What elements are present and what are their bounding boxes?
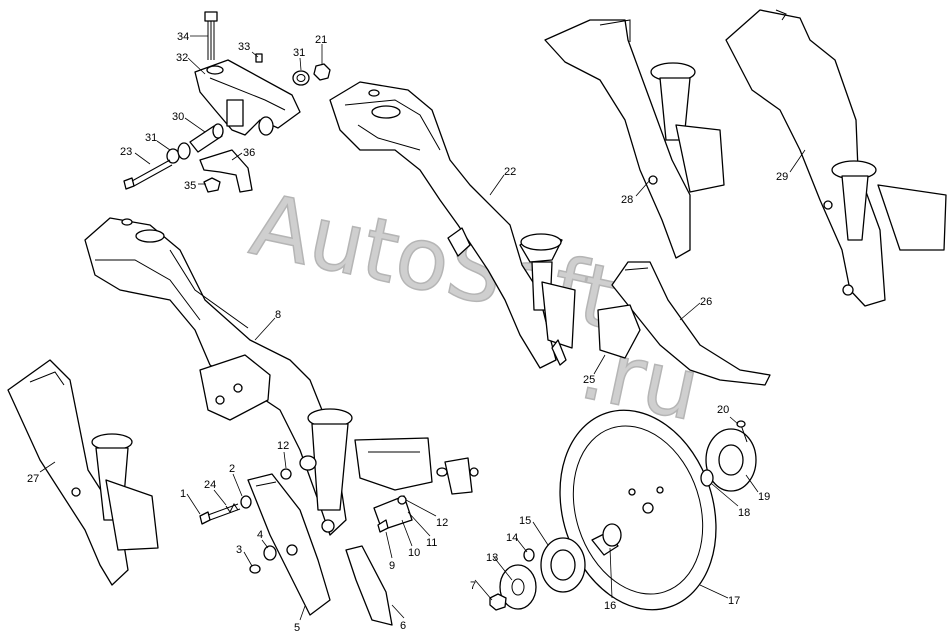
- callout-21: 21: [315, 34, 327, 46]
- callout-1: 1: [180, 488, 186, 500]
- callout-25: 25: [583, 374, 595, 386]
- bracket-32-web: [226, 99, 244, 127]
- nut-35: [203, 177, 221, 193]
- callout-11: 11: [426, 537, 437, 549]
- bushing-31-top: [292, 70, 310, 86]
- bolt-34-head: [204, 11, 218, 22]
- callout-13: 13: [486, 552, 498, 564]
- callout-17: 17: [728, 595, 740, 607]
- callout-19: 19: [758, 491, 770, 503]
- callout-2: 2: [229, 463, 235, 475]
- callout-18: 18: [738, 507, 750, 519]
- callout-15: 15: [519, 515, 531, 527]
- callout-8: 8: [275, 309, 281, 321]
- callout-4: 4: [257, 529, 263, 541]
- callout-33: 33: [238, 41, 250, 53]
- callout-labels: 34 33 32 31 21 30 31 23 36 35 22 28 29 2…: [27, 31, 788, 634]
- lower-fastener-group: [199, 457, 479, 626]
- callout-12-upper: 12: [277, 440, 289, 452]
- opener-27: [7, 359, 159, 586]
- callout-32: 32: [176, 52, 188, 64]
- callout-28: 28: [621, 194, 633, 206]
- callout-27: 27: [27, 473, 39, 485]
- callout-7: 7: [470, 580, 476, 592]
- callout-36: 36: [243, 147, 255, 159]
- callout-24: 24: [204, 479, 216, 491]
- leader-lines: [39, 35, 806, 621]
- upper-bracket-assembly: [123, 11, 331, 193]
- callout-3: 3: [236, 544, 242, 556]
- callout-30: 30: [172, 111, 184, 123]
- callout-31-low: 31: [145, 132, 157, 144]
- opener-29: [725, 9, 947, 307]
- nut-21: [313, 63, 331, 81]
- callout-12-lower: 12: [436, 517, 448, 529]
- callout-22: 22: [504, 166, 516, 178]
- callout-16: 16: [604, 600, 616, 612]
- callout-6: 6: [400, 620, 406, 632]
- callout-10: 10: [408, 547, 420, 559]
- disc-17-assembly: [489, 409, 757, 611]
- bolt-23-head: [123, 177, 135, 190]
- callout-31-top: 31: [293, 47, 305, 59]
- callout-20: 20: [717, 404, 729, 416]
- opener-28: [544, 19, 725, 259]
- callout-35: 35: [184, 180, 196, 192]
- callout-23: 23: [120, 146, 132, 158]
- callout-5: 5: [294, 622, 300, 634]
- nut-33: [255, 53, 263, 63]
- callout-14: 14: [506, 532, 518, 544]
- frame-22: [329, 81, 576, 369]
- callout-9: 9: [389, 560, 395, 572]
- callout-29: 29: [776, 171, 788, 183]
- callout-26: 26: [700, 296, 712, 308]
- scraper-26: [597, 261, 771, 386]
- frame-8: [84, 217, 433, 536]
- callout-34: 34: [177, 31, 189, 43]
